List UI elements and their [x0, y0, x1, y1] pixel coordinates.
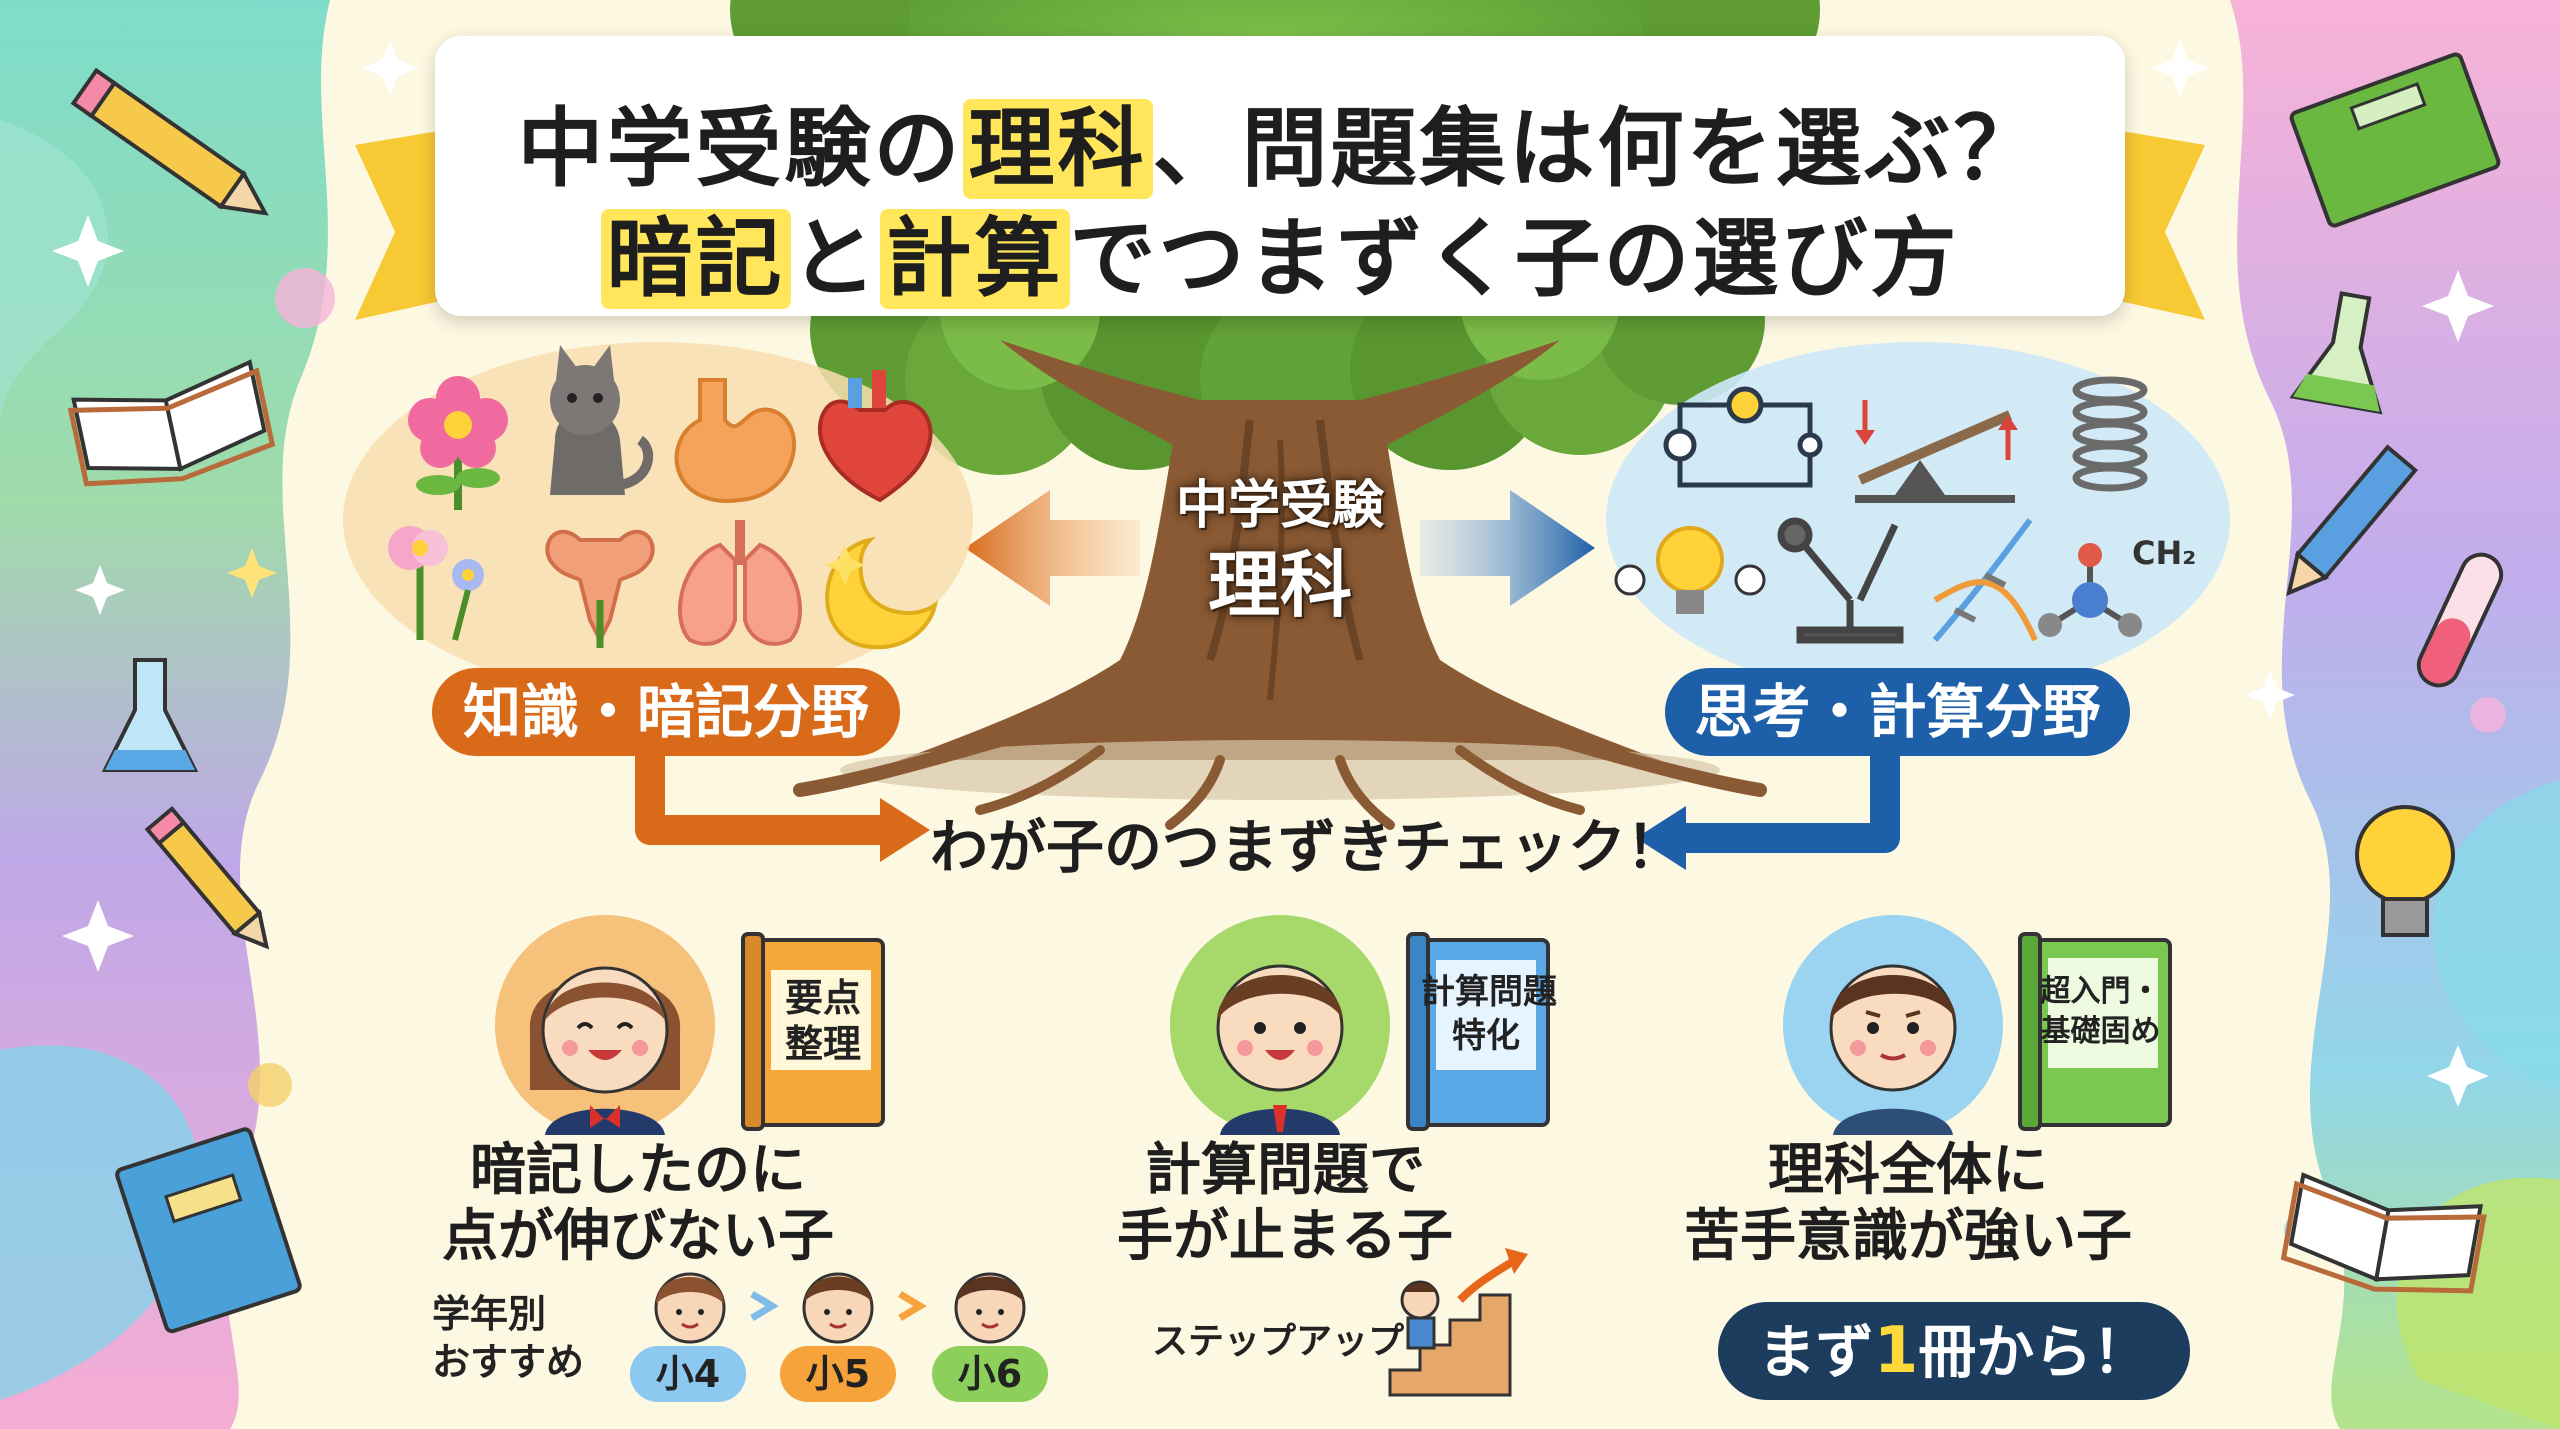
open-book-icon	[67, 359, 276, 487]
start-with-one-book-pill: まず1冊から！	[1718, 1302, 2190, 1400]
book-icon	[1406, 932, 1550, 1131]
uterus-icon	[545, 529, 655, 648]
book-icon	[2018, 932, 2172, 1131]
title-line-1: 中学受験の理科、問題集は何を選ぶ？	[435, 78, 2125, 203]
molecule-icon	[2038, 543, 2142, 637]
child-caption-weak: 理科全体に 苦手意識が強い子	[1684, 1138, 2132, 1269]
formula-label: CH₂	[2132, 534, 2197, 572]
step-up-stairs-icon	[1388, 1248, 1528, 1397]
title-highlight: 理科	[962, 99, 1153, 199]
arrow-thinking-down	[1680, 735, 1900, 853]
title-text: 中学受験の	[517, 99, 963, 199]
cat-icon	[550, 345, 654, 495]
boy-avatar	[1170, 915, 1390, 1135]
closed-book-icon	[115, 1127, 302, 1334]
closed-book-icon	[2289, 52, 2501, 228]
final-text: まず	[1757, 1318, 1874, 1386]
stumble-check-text: わが子のつまずきチェック！	[930, 813, 1685, 881]
final-number: 1	[1873, 1314, 1919, 1388]
grade-recommend-label: 学年別 おすすめ	[432, 1292, 585, 1384]
stomach-icon	[674, 378, 796, 503]
moon-icon	[825, 536, 938, 650]
pencil-icon	[144, 806, 270, 950]
child-caption-calculation: 計算問題で 手が止まる子	[1117, 1138, 1453, 1269]
test-tube-icon	[2416, 552, 2504, 688]
spring-icon	[2072, 376, 2148, 492]
book-label-summary: 要点 整理	[784, 976, 861, 1066]
lever-icon	[1855, 400, 2018, 503]
child-caption-memorize: 暗記したのに 点が伸びない子	[442, 1138, 834, 1269]
book-icon	[741, 932, 885, 1131]
trunk-label-top: 中学受験	[1175, 476, 1384, 536]
flower-icon	[408, 376, 508, 510]
boy-avatar	[1783, 915, 2003, 1135]
tree-trunk	[793, 340, 1767, 830]
heart-organ-icon	[818, 370, 933, 503]
step-up-label: ステップアップ	[1152, 1321, 1405, 1362]
lightbulb-idea-icon	[1614, 526, 1766, 614]
final-text: 冊から！	[1918, 1318, 2151, 1386]
trunk-label-bottom: 理科	[1207, 543, 1352, 627]
thinking-category-pill: 思考・計算分野	[1665, 668, 2130, 756]
knowledge-category-pill: 知識・暗記分野	[432, 668, 900, 756]
title-line-2: 暗記と計算でつまずく子の選び方	[435, 188, 2125, 313]
flask-icon	[101, 658, 199, 772]
title-text: と	[790, 209, 880, 309]
grade-pill-6: 小6	[932, 1346, 1048, 1402]
arrow-right-thinking	[1420, 490, 1595, 606]
microphone-stand-icon	[1777, 517, 1904, 644]
grade-pill-4: 小4	[630, 1346, 746, 1402]
pencil-icon	[70, 67, 269, 216]
sparkle-icon	[52, 40, 2494, 1107]
daisy-icon	[388, 526, 484, 641]
book-label-calculation: 計算問題 特化	[1421, 972, 1557, 1056]
title-text: でつまずく子の選び方	[1069, 209, 1960, 309]
title-text: 、問題集は何を選ぶ？	[1152, 99, 2043, 199]
grade-kids-row	[654, 1272, 1026, 1344]
circuit-icon	[1663, 386, 1823, 488]
pencil-icon	[2286, 444, 2419, 597]
arrow-left-knowledge	[965, 490, 1140, 606]
book-label-basic: 超入門・ 基礎固め	[2040, 974, 2161, 1049]
title-highlight: 暗記	[600, 209, 791, 309]
grade-pill-5: 小5	[780, 1346, 896, 1402]
title-card: 中学受験の理科、問題集は何を選ぶ？ 暗記と計算でつまずく子の選び方	[435, 36, 2125, 316]
dna-icon	[1932, 518, 2038, 642]
lightbulb-icon	[2355, 805, 2455, 937]
title-highlight: 計算	[879, 209, 1070, 309]
flask-icon	[2289, 291, 2383, 415]
lungs-icon	[678, 520, 802, 646]
girl-avatar	[495, 915, 715, 1135]
open-book-icon	[2280, 1172, 2487, 1294]
arrow-knowledge-down	[635, 735, 885, 845]
